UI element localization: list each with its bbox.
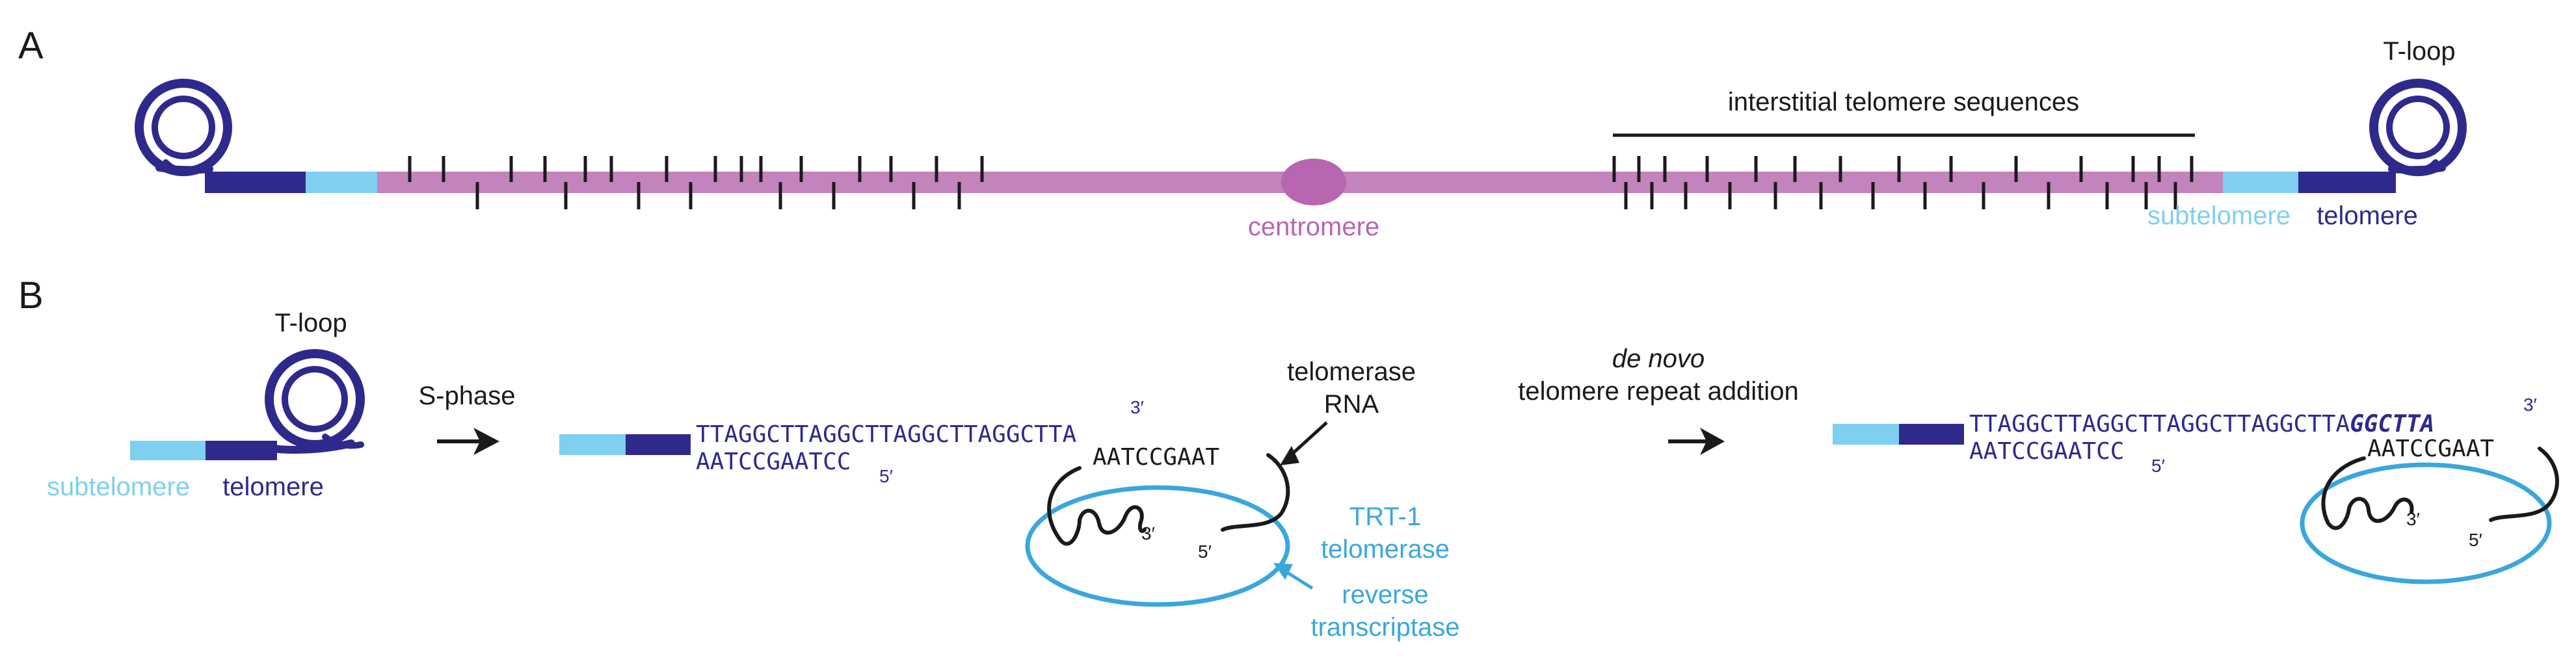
trt-1-enzyme [1025, 485, 1290, 607]
g-strand-3prime: 3′ [1130, 397, 1144, 417]
extended-c-strand: AATCCGAATCC [1969, 438, 2124, 465]
trt-label-line3: reverse [1342, 580, 1428, 609]
left-telomere [205, 172, 306, 193]
rna-3prime-1: 3′ [1141, 523, 1155, 543]
trt-2-enzyme [2300, 462, 2552, 584]
g-rich-strand: TTAGGCTTAGGCTTAGGCTTAGGCTTA [696, 421, 1077, 448]
b-telomere-bar [206, 441, 277, 460]
panel-a: A centromere [18, 25, 2467, 241]
telomerase-rna-label-line1: telomerase [1287, 358, 1416, 386]
de-novo-arrow: de novo telomere repeat addition [1518, 345, 1799, 455]
rna-template-1: AATCCGAAT [1093, 444, 1219, 471]
c-strand-5prime: 5′ [879, 466, 893, 486]
de-novo-arrow-head [1700, 428, 1725, 455]
b-t-loop [265, 349, 365, 454]
panel-b: B T-loop subtelomere telomere S-phase [18, 274, 2559, 642]
its-label: interstitial telomere sequences [1728, 88, 2079, 116]
replicated-end: TTAGGCTTAGGCTTAGGCTTAGGCTTA 3′ AATCCGAAT… [559, 397, 1144, 486]
right-subtelomere [2223, 172, 2300, 193]
extended-3prime: 3′ [2523, 395, 2537, 415]
left-subtelomere [304, 172, 377, 193]
added-repeat: GGCTTA [2350, 411, 2434, 437]
de-novo-label-italic: de novo [1612, 345, 1705, 373]
c-rich-strand: AATCCGAATCC [696, 449, 851, 475]
right-t-loop [2369, 79, 2467, 176]
trt-arrow-shaft [1283, 569, 1314, 590]
t-loop-label-b: T-loop [274, 309, 347, 337]
b3-subtelomere-bar [1833, 424, 1900, 445]
b-subtelomere-bar [130, 441, 207, 460]
its-ticks-left [408, 156, 984, 209]
t-loop-label-a: T-loop [2383, 37, 2455, 66]
de-novo-label-line2: telomere repeat addition [1518, 377, 1798, 406]
left-t-loop [135, 79, 232, 176]
telomerase-rna-strand-1 [1047, 466, 1147, 546]
telomere-label-b: telomere [222, 473, 324, 501]
subtelomere-label-b: subtelomere [47, 473, 190, 501]
telomere-label-a: telomere [2317, 202, 2418, 230]
trt-label-line1: TRT-1 [1349, 502, 1421, 531]
panel-a-letter: A [18, 25, 44, 67]
telomerase-complex-2: AATCCGAAT 3′ 5′ [2300, 436, 2559, 584]
centromere [1281, 159, 1346, 205]
telomerase-rna-tail-2 [2489, 447, 2559, 522]
rna-5prime-2: 5′ [2469, 530, 2482, 550]
extended-5prime: 5′ [2151, 456, 2165, 476]
telomerase-rna-arrow-head [1280, 446, 1299, 465]
b-chromosome-end: T-loop subtelomere telomere [47, 309, 365, 501]
s-phase-arrow: S-phase [419, 382, 516, 455]
trt-arrow-head [1273, 563, 1293, 580]
telomerase-rna-strand-2 [2321, 456, 2414, 530]
trt-label-line2: telomerase [1321, 535, 1450, 564]
b2-subtelomere-bar [559, 434, 627, 455]
extended-g-strand-base: TTAGGCTTAGGCTTAGGCTTAGGCTTA [1969, 411, 2350, 437]
right-telomere [2298, 172, 2396, 193]
telomerase-rna-tail-1 [1221, 453, 1290, 532]
trt-label-line4: transcriptase [1311, 613, 1460, 642]
rna-3prime-2: 3′ [2406, 509, 2420, 529]
panel-b-letter: B [18, 274, 44, 317]
telomerase-complex-1: AATCCGAAT 3′ 5′ telomerase RNA TRT-1 tel… [1025, 358, 1460, 642]
centromere-label: centromere [1248, 213, 1379, 241]
its-ticks-right [1612, 156, 2194, 209]
extended-end: TTAGGCTTAGGCTTAGGCTTAGGCTTAGGCTTA 3′ AAT… [1833, 395, 2537, 476]
rna-template-2: AATCCGAAT [2367, 436, 2494, 462]
b3-telomere-bar [1899, 424, 1964, 445]
extended-g-strand: TTAGGCTTAGGCTTAGGCTTAGGCTTAGGCTTA [1969, 411, 2434, 437]
telomerase-rna-arrow-shaft [1290, 421, 1328, 456]
telomerase-rna-label-line2: RNA [1324, 390, 1379, 419]
s-phase-label: S-phase [419, 382, 516, 410]
subtelomere-label-a: subtelomere [2147, 202, 2291, 230]
s-phase-arrow-head [473, 428, 499, 455]
b2-telomere-bar [626, 434, 691, 455]
rna-5prime-1: 5′ [1198, 541, 1212, 562]
